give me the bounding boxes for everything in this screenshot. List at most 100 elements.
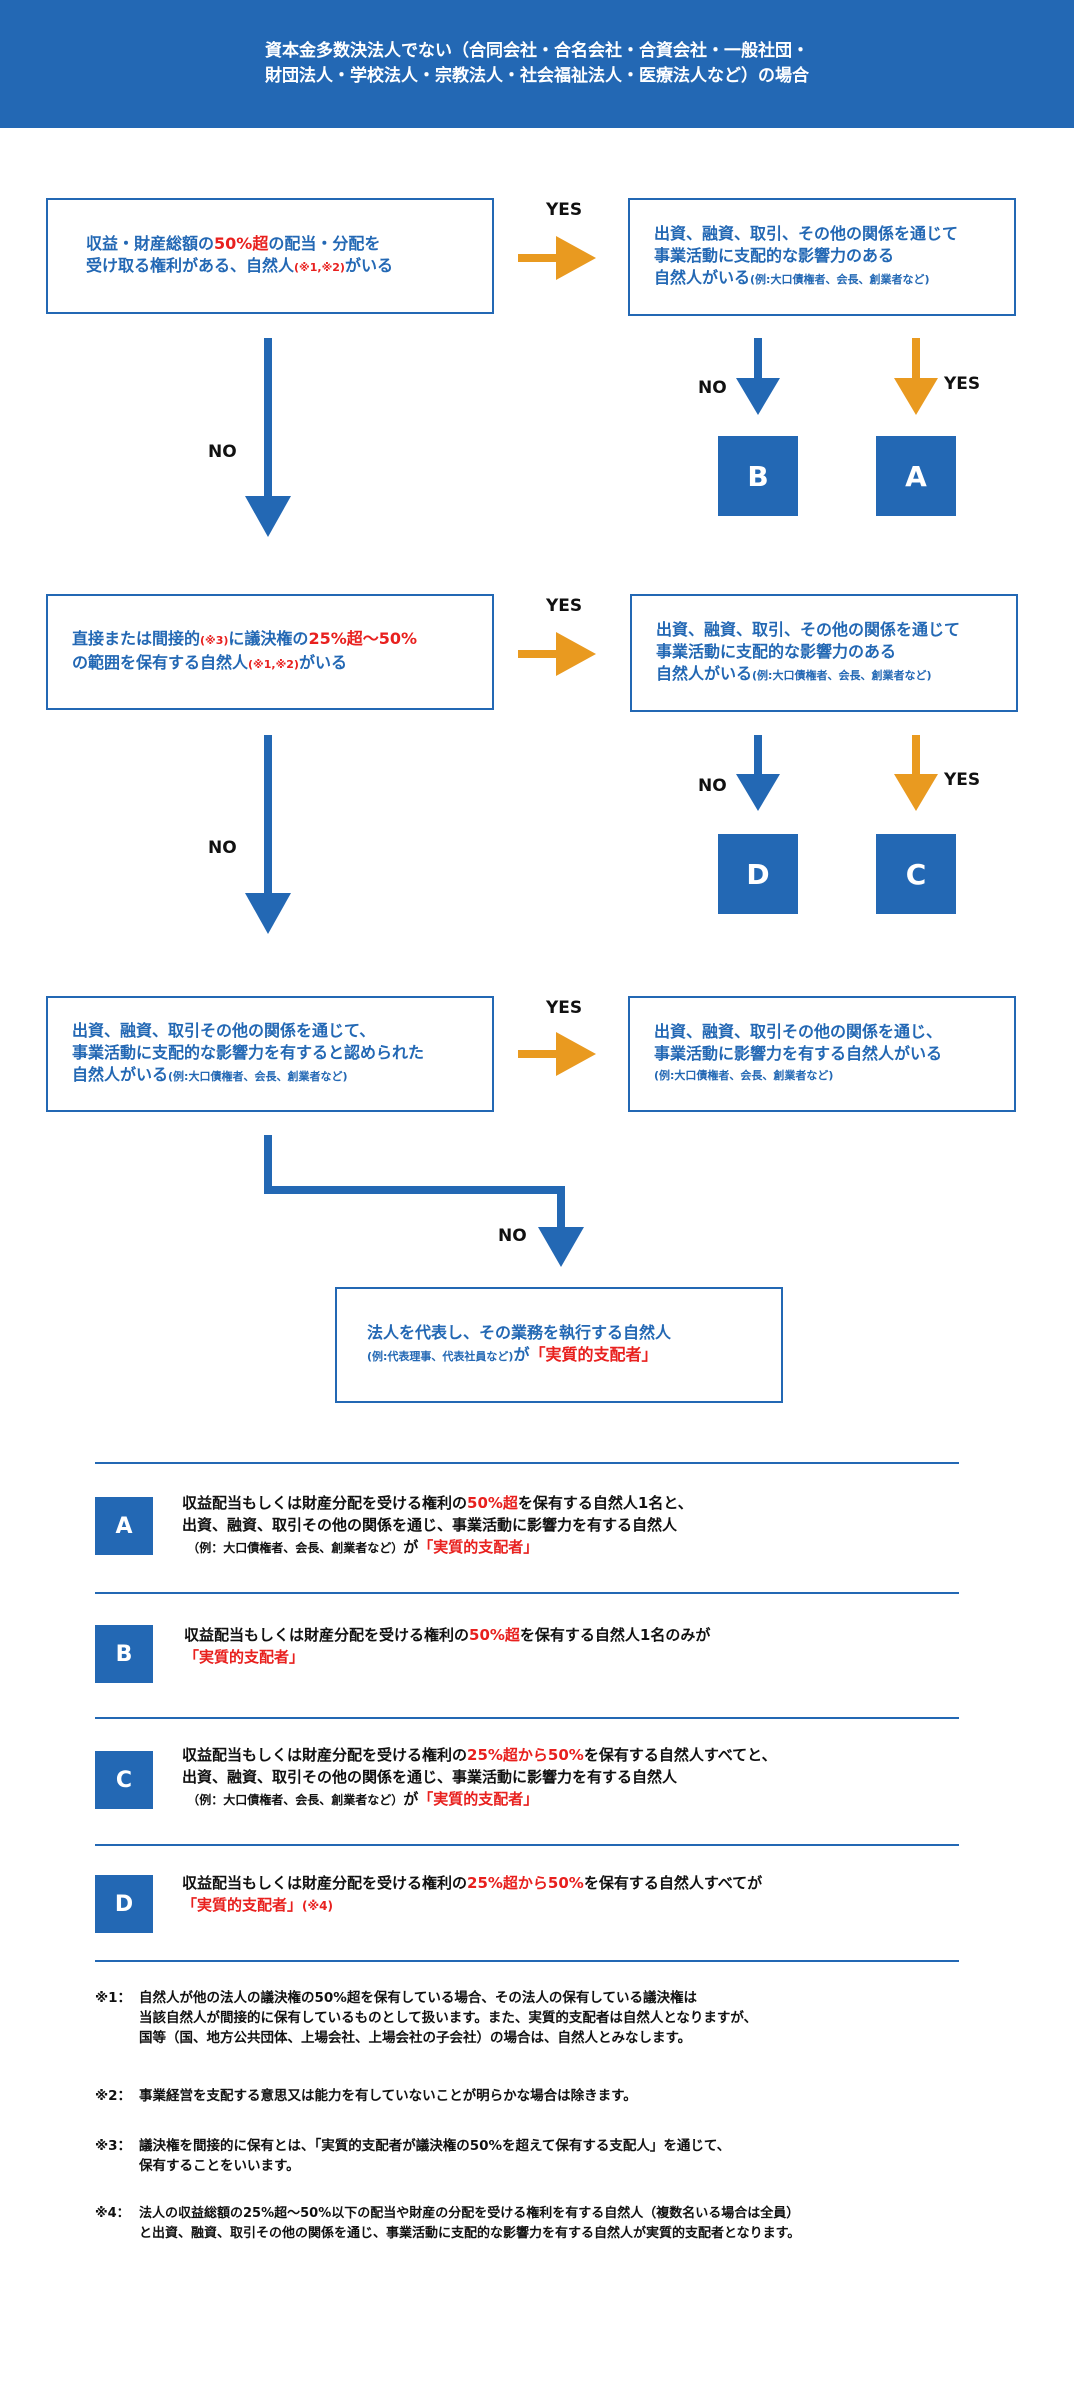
note-1-line-3: 国等（国、地方公共団体、上場会社、上場会社の子会社）の場合は、自然人とみなします…: [139, 2030, 692, 2046]
no-label-2: NO: [208, 838, 237, 858]
q1-text-d: 受け取る権利がある、自然人: [86, 256, 295, 275]
q2-note-ref: (※3): [200, 634, 229, 647]
divider-4: [95, 1844, 959, 1846]
legend-b-highlight: 50%超: [469, 1626, 520, 1644]
r1-line-3: 自然人がいる: [654, 268, 751, 287]
q2-text-g: がいる: [298, 653, 347, 672]
r1-line-1: 出資、融資、取引、その他の関係を通じて: [654, 224, 959, 243]
final-owner: 「実質的支配者」: [529, 1345, 658, 1364]
q3-line-2: 事業活動に支配的な影響力を有すると認められた: [72, 1043, 425, 1062]
legend-a-l2: 出資、融資、取引その他の関係を通じ、事業活動に影響力を有する自然人: [182, 1516, 678, 1534]
q3-example: (例:大口債権者、会長、創業者など): [168, 1070, 348, 1083]
divider-2: [95, 1592, 959, 1594]
legend-letter-a: A: [95, 1497, 153, 1555]
note-1-line-2: 当該自然人が間接的に保有しているものとして扱います。また、実質的支配者は自然人と…: [139, 2010, 758, 2026]
note-4-line-1: 法人の収益総額の25%超〜50%以下の配当や財産の分配を受ける権利を有する自然人…: [139, 2206, 800, 2221]
note-4-line-2: と出資、融資、取引その他の関係を通じ、事業活動に支配的な影響力を有する自然人が実…: [139, 2226, 801, 2241]
legend-a-ga: が: [403, 1538, 419, 1556]
note-3-line-2: 保有することをいいます。: [139, 2158, 300, 2174]
yes-label-r2: YES: [944, 770, 981, 790]
legend-c-text: 収益配当もしくは財産分配を受ける権利の25%超から50%を保有する自然人すべてと…: [182, 1744, 962, 1811]
legend-d-l1a: 収益配当もしくは財産分配を受ける権利の: [182, 1874, 468, 1892]
q1-text-f: がいる: [344, 256, 393, 275]
legend-b-text: 収益配当もしくは財産分配を受ける権利の50%超を保有する自然人1名のみが 「実質…: [184, 1624, 964, 1668]
yes-label-2: YES: [546, 596, 583, 616]
header-line-2: 財団法人・学校法人・宗教法人・社会福祉法人・医療法人など）の場合: [265, 66, 809, 86]
note-3-line-1: 議決権を間接的に保有とは、「実質的支配者が議決権の50%を超えて保有する支配人」…: [139, 2138, 731, 2154]
result-box-3: 出資、融資、取引その他の関係を通じ、 事業活動に影響力を有する自然人がいる (例…: [628, 996, 1016, 1112]
yes-label-r1: YES: [944, 374, 981, 394]
legend-c-example: （例：大口債権者、会長、創業者など）: [187, 1793, 404, 1807]
yes-label-3: YES: [546, 998, 583, 1018]
arrow-yes-1: [518, 236, 596, 280]
r2-example: (例:大口債権者、会長、創業者など): [752, 669, 932, 682]
q2-text-e: の範囲を保有する自然人: [72, 653, 249, 672]
note-3: ※3： 議決権を間接的に保有とは、「実質的支配者が議決権の50%を超えて保有する支…: [95, 2136, 1025, 2176]
arrow-no-3: [264, 1135, 584, 1267]
legend-c-l1b: を保有する自然人すべてと、: [583, 1746, 777, 1764]
legend-d-owner: 「実質的支配者」: [182, 1896, 303, 1914]
arrow-r2-yes: [894, 735, 938, 811]
flow-arrows: [245, 236, 938, 1267]
yes-label-1: YES: [546, 200, 583, 220]
arrow-r1-no: [736, 338, 780, 415]
no-label-r1: NO: [698, 378, 727, 398]
final-box: 法人を代表し、その業務を執行する自然人 (例:代表理事、代表社員など)が「実質的…: [335, 1287, 783, 1403]
tile-c-1: C: [876, 834, 956, 914]
r3-line-1: 出資、融資、取引その他の関係を通じ、: [654, 1022, 943, 1041]
legend-a-l1a: 収益配当もしくは財産分配を受ける権利の: [182, 1494, 468, 1512]
legend-d-highlight: 25%超から50%: [467, 1874, 584, 1892]
legend-c-highlight: 25%超から50%: [467, 1746, 584, 1764]
final-example: (例:代表理事、代表社員など): [367, 1350, 514, 1363]
tile-a: A: [876, 436, 956, 516]
q1-highlight: 50%超: [214, 234, 269, 253]
result-box-1: 出資、融資、取引、その他の関係を通じて 事業活動に支配的な影響力のある 自然人が…: [628, 198, 1016, 316]
legend-c-l2: 出資、融資、取引その他の関係を通じ、事業活動に影響力を有する自然人: [182, 1768, 678, 1786]
r2-line-2: 事業活動に支配的な影響力のある: [656, 642, 897, 661]
legend-d-text: 収益配当もしくは財産分配を受ける権利の25%超から50%を保有する自然人すべてが…: [182, 1872, 962, 1917]
question-box-1: 収益・財産総額の50%超の配当・分配を 受け取る権利がある、自然人(※1,※2)…: [46, 198, 494, 314]
legend-c-l1a: 収益配当もしくは財産分配を受ける権利の: [182, 1746, 468, 1764]
note-2-num: ※2：: [95, 2088, 132, 2104]
question-box-2: 直接または間接的(※3)に議決権の25%超〜50% の範囲を保有する自然人(※1…: [46, 594, 494, 710]
legend-a-owner: 「実質的支配者」: [418, 1538, 539, 1556]
legend-a-highlight: 50%超: [467, 1494, 518, 1512]
arrow-yes-2: [518, 632, 596, 676]
q2-highlight: 25%超〜50%: [308, 629, 418, 648]
arrow-r1-yes: [894, 338, 938, 415]
arrow-no-2: [245, 735, 291, 934]
legend-c-ga: が: [403, 1790, 419, 1808]
divider-3: [95, 1717, 959, 1719]
legend-b-owner: 「実質的支配者」: [184, 1648, 305, 1666]
legend-b-l1b: を保有する自然人1名のみが: [519, 1626, 711, 1644]
q3-line-1: 出資、融資、取引その他の関係を通じて、: [72, 1021, 376, 1040]
q2-note-ref-2: (※1,※2): [248, 658, 299, 671]
legend-b-l1a: 収益配当もしくは財産分配を受ける権利の: [184, 1626, 470, 1644]
r1-line-2: 事業活動に支配的な影響力のある: [654, 246, 895, 265]
q1-text-a: 収益・財産総額の: [86, 234, 215, 253]
q1-text-c: の配当・分配を: [268, 234, 381, 253]
no-label-r2: NO: [698, 776, 727, 796]
divider-5: [95, 1960, 959, 1962]
header-line-1: 資本金多数決法人でない（合同会社・合名会社・合資会社・一般社団・: [265, 41, 809, 61]
q1-note-ref: (※1,※2): [294, 261, 345, 274]
divider-1: [95, 1462, 959, 1464]
legend-d-l1b: を保有する自然人すべてが: [583, 1874, 763, 1892]
note-1-num: ※1：: [95, 1990, 132, 2006]
tile-b-1: B: [718, 436, 798, 516]
note-1: ※1：自然人が他の法人の議決権の50%超を保有している場合、その法人の保有してい…: [95, 1988, 1025, 2048]
page-header: 資本金多数決法人でない（合同会社・合名会社・合資会社・一般社団・ 財団法人・学校…: [0, 0, 1074, 128]
legend-letter-d: D: [95, 1875, 153, 1933]
legend-letter-c: C: [95, 1751, 153, 1809]
arrow-r2-no: [736, 735, 780, 811]
note-3-num: ※3：: [95, 2138, 132, 2154]
legend-letter-b: B: [95, 1625, 153, 1683]
q3-line-3: 自然人がいる: [72, 1065, 169, 1084]
q2-text-c: に議決権の: [228, 629, 309, 648]
r3-example: (例:大口債権者、会長、創業者など): [654, 1069, 834, 1082]
result-box-2: 出資、融資、取引、その他の関係を通じて 事業活動に支配的な影響力のある 自然人が…: [630, 594, 1018, 712]
tile-d-1: D: [718, 834, 798, 914]
legend-a-l1b: を保有する自然人1名と、: [517, 1494, 693, 1512]
q2-text-a: 直接または間接的: [72, 629, 201, 648]
no-label-3: NO: [498, 1226, 527, 1246]
